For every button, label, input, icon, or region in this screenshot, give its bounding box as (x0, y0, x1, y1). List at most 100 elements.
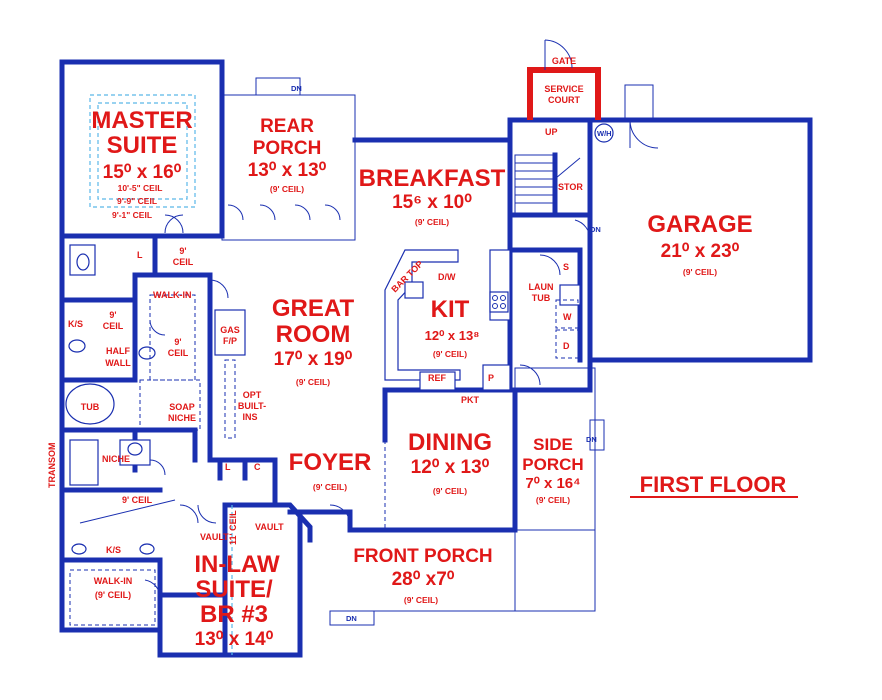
rear-dn-label: DN (291, 84, 302, 93)
rear-porch-ceil: (9' CEIL) (270, 184, 304, 194)
lower-bath-fixtures (69, 439, 176, 626)
hall-ceil-word: CEIL (173, 257, 194, 267)
foyer-name: FOYER (289, 449, 372, 476)
floor-title: FIRST FLOOR (640, 472, 787, 497)
great-room-ceil: (9' CEIL) (296, 377, 330, 387)
service-court-name-2: COURT (548, 95, 580, 105)
walk-in-lower: WALK-IN (94, 576, 133, 586)
soap-2: NICHE (168, 413, 196, 423)
lower-ceil-9: 9' CEIL (122, 495, 153, 505)
master-suite-name-2: SUITE (107, 132, 178, 159)
side-porch-dims: 7⁰ x 16⁴ (525, 475, 580, 492)
water-heater (594, 123, 614, 143)
garage-extras (624, 84, 659, 149)
front-porch-dims: 28⁰ x7⁰ (392, 569, 455, 590)
service-court-name-1: SERVICE (544, 84, 583, 94)
front-porch-outline (329, 529, 596, 626)
gas-1: GAS (220, 325, 240, 335)
ref-label: REF (428, 373, 447, 383)
dw-label: D/W (438, 272, 456, 282)
foyer-ceil: (9' CEIL) (313, 482, 347, 492)
laun-1: LAUN (529, 282, 554, 292)
gas-2: F/P (223, 336, 237, 346)
vault-label-1: VAULT (200, 532, 229, 542)
niche-label: NICHE (102, 454, 130, 464)
windows (95, 59, 813, 340)
kitchen-name: KIT (431, 296, 470, 323)
master-suite-dims: 15⁰ x 16⁰ (103, 162, 182, 183)
front-porch-name: FRONT PORCH (353, 546, 492, 567)
master-ceil-2: 9'-9" CEIL (117, 196, 157, 206)
master-suite-name-1: MASTER (91, 107, 192, 134)
gate-label: GATE (552, 56, 576, 66)
thin-lines (222, 140, 511, 655)
half-wall-1: HALF (106, 346, 130, 356)
inlaw-name-1: IN-LAW (194, 551, 280, 578)
ceil-a: CEIL (103, 321, 124, 331)
ceil-b: CEIL (168, 348, 189, 358)
ceil-9-b: 9' (174, 337, 181, 347)
rear-porch-name-1: REAR (260, 116, 314, 137)
dining-ceil: (9' CEIL) (433, 486, 467, 496)
ceil-11-label: 11' CEIL (228, 510, 238, 545)
dining-name: DINING (408, 429, 492, 456)
door-swings (144, 204, 591, 599)
laundry-fixtures (555, 284, 581, 359)
fireplace (214, 309, 246, 439)
tub-label: TUB (81, 402, 100, 412)
walk-in-lower-ceil: (9' CEIL) (95, 590, 131, 600)
pantry-label: P (488, 373, 494, 383)
front-porch-ceil: (9' CEIL) (404, 595, 438, 605)
ks-lower-label: K/S (106, 545, 121, 555)
c-lower-label: C (254, 462, 261, 472)
hall-ceil-9: 9' (179, 246, 186, 256)
dining-dims: 12⁰ x 13⁰ (411, 457, 490, 478)
laun-2: TUB (532, 293, 551, 303)
inlaw-name-2: SUITE/ (195, 576, 273, 603)
breakfast-dims: 15⁶ x 10⁰ (392, 192, 472, 213)
garage-name: GARAGE (647, 211, 752, 238)
stairs (514, 154, 581, 216)
kitchen-counters (384, 249, 511, 391)
opt-1: OPT (243, 390, 262, 400)
walk-in-label: WALK-IN (153, 290, 192, 300)
side-dn-label: DN (586, 435, 597, 444)
pkt-label: PKT (461, 395, 480, 405)
breakfast-ceil: (9' CEIL) (415, 217, 449, 227)
side-porch-name-2: PORCH (522, 455, 583, 474)
s-label: S (563, 262, 569, 272)
garage-dims: 21⁰ x 23⁰ (661, 241, 740, 262)
master-ceil-1: 10'-5" CEIL (118, 183, 163, 193)
ceil-9-a: 9' (109, 310, 116, 320)
kitchen-dims: 12⁰ x 13⁸ (425, 328, 480, 343)
d-label: D (563, 341, 570, 351)
great-room-name-2: ROOM (276, 321, 351, 348)
kitchen-ceil: (9' CEIL) (433, 349, 467, 359)
w-label: W (563, 312, 572, 322)
side-porch-name-1: SIDE (533, 435, 573, 454)
stor-label: STOR (558, 182, 583, 192)
great-room-name-1: GREAT (272, 295, 355, 322)
master-ceiling-outline (89, 94, 196, 208)
half-wall-2: WALL (105, 358, 131, 368)
l-upper-label: L (137, 250, 143, 260)
ks-upper-label: K/S (68, 319, 83, 329)
transom-label: TRANSOM (47, 443, 57, 489)
inlaw-name-3: BR #3 (200, 601, 268, 628)
inlaw-dims: 13⁰ x 14⁰ (195, 629, 274, 650)
master-ceil-3: 9'-1" CEIL (112, 210, 152, 220)
front-dn-label: DN (346, 614, 357, 623)
rear-porch-name-2: PORCH (253, 138, 322, 159)
up-label: UP (545, 127, 558, 137)
opt-2: BUILT- (238, 401, 266, 411)
l-lower-label: L (225, 462, 231, 472)
vault-label-2: VAULT (255, 522, 284, 532)
breakfast-name: BREAKFAST (359, 165, 506, 192)
garage-ceil: (9' CEIL) (683, 267, 717, 277)
opt-3: INS (242, 412, 257, 422)
service-court (527, 39, 601, 120)
great-room-dims: 17⁰ x 19⁰ (274, 349, 353, 370)
soap-1: SOAP (169, 402, 195, 412)
exterior-walls (59, 59, 813, 658)
